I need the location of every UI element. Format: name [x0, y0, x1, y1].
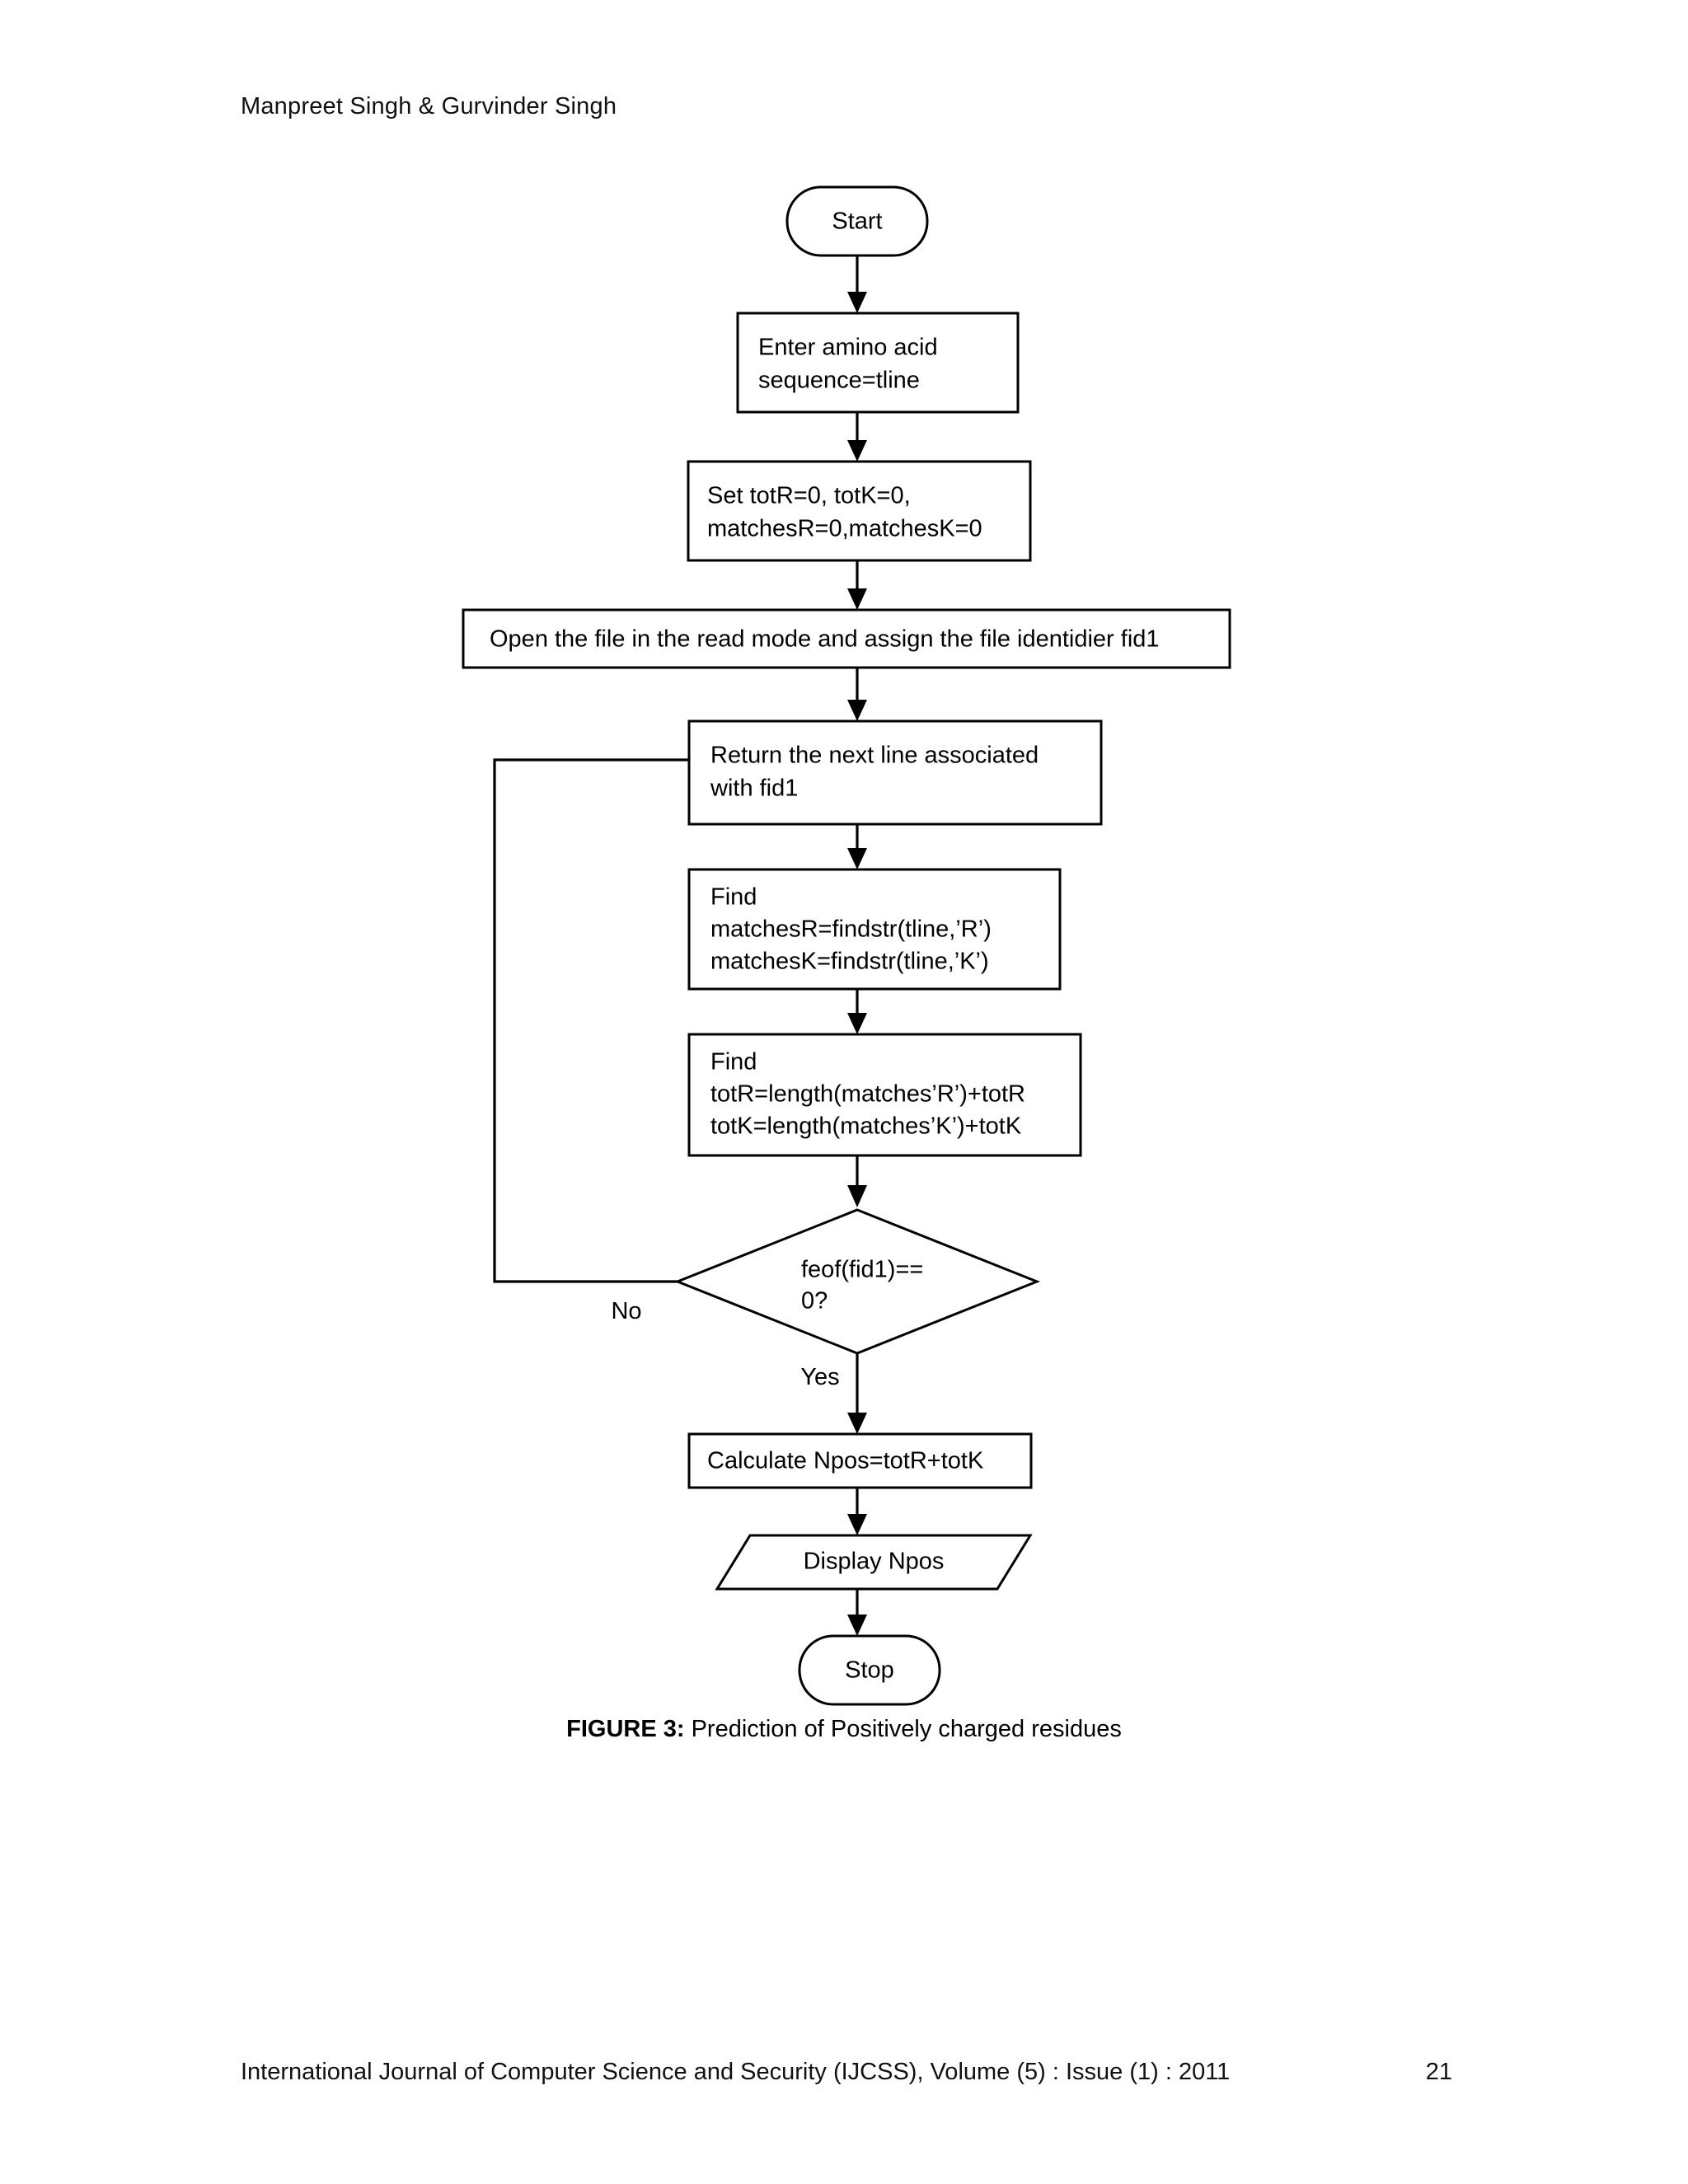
connector-calculate-to-display	[847, 1488, 867, 1535]
figure-caption-text: Prediction of Positively charged residue…	[684, 1716, 1122, 1742]
connector-find-matches-to-find-totals	[847, 989, 867, 1034]
connector-find-totals-to-decision	[847, 1155, 867, 1207]
node-calculate-npos[interactable]: Calculate Npos=totR+totK	[687, 1432, 1033, 1489]
branch-label-yes: Yes	[800, 1364, 839, 1390]
node-decision-eof-line2: 0?	[801, 1288, 828, 1315]
node-calculate-npos-line1: Calculate Npos=totR+totK	[707, 1448, 984, 1474]
connector-no-loopback	[493, 750, 809, 1283]
node-find-matches-line1: Find	[710, 884, 757, 911]
node-set-counters-line2: matchesR=0,matchesK=0	[707, 516, 982, 542]
connector-open-to-return	[847, 668, 867, 721]
node-return-line-line1: Return the next line associated	[710, 743, 1039, 769]
node-start[interactable]: Start	[785, 185, 929, 257]
node-enter-sequence[interactable]: Enter amino acid sequence=tline	[736, 312, 1020, 414]
node-find-totals[interactable]: Find totR=length(matches’R’)+totR totK=l…	[687, 1033, 1082, 1157]
node-open-file-line1: Open the file in the read mode and assig…	[490, 626, 1160, 653]
connector-start-to-enter	[847, 255, 867, 313]
node-find-matches[interactable]: Find matchesR=findstr(tline,’R’) matches…	[687, 868, 1062, 991]
node-find-totals-line1: Find	[710, 1049, 757, 1076]
node-stop-label: Stop	[845, 1657, 894, 1684]
node-return-line-line2: with fid1	[710, 776, 798, 802]
page-footer: International Journal of Computer Scienc…	[241, 2059, 1452, 2086]
node-find-totals-line3: totK=length(matches’K’)+totK	[710, 1113, 1022, 1140]
connector-set-to-open	[847, 560, 867, 610]
connector-display-to-stop	[847, 1589, 867, 1636]
node-start-label: Start	[832, 209, 882, 235]
node-set-counters[interactable]: Set totR=0, totK=0, matchesR=0,matchesK=…	[687, 460, 1032, 562]
node-stop[interactable]: Stop	[798, 1634, 941, 1706]
figure-caption-label: FIGURE 3:	[566, 1716, 685, 1742]
node-find-matches-line3: matchesK=findstr(tline,’K’)	[710, 949, 989, 975]
node-find-matches-line2: matchesR=findstr(tline,’R’)	[710, 916, 992, 943]
footer-page-number: 21	[1425, 2059, 1452, 2085]
footer-journal-line: International Journal of Computer Scienc…	[241, 2059, 1231, 2085]
node-open-file[interactable]: Open the file in the read mode and assig…	[462, 608, 1231, 669]
connector-return-to-find-matches	[847, 824, 867, 869]
connector-yes-to-calculate	[847, 1353, 867, 1434]
connector-enter-to-set	[847, 412, 867, 462]
figure-caption: FIGURE 3: Prediction of Positively charg…	[0, 1716, 1688, 1743]
node-find-totals-line2: totR=length(matches’R’)+totR	[710, 1081, 1025, 1108]
running-head: Manpreet Singh & Gurvinder Singh	[241, 93, 617, 120]
node-return-line[interactable]: Return the next line associated with fid…	[687, 719, 1103, 826]
node-decision-eof[interactable]: feof(fid1)== 0?	[673, 1208, 1041, 1355]
node-display-npos[interactable]: Display Npos	[715, 1534, 1033, 1591]
node-decision-eof-line1: feof(fid1)==	[801, 1257, 923, 1283]
node-enter-sequence-line1: Enter amino acid	[758, 335, 938, 361]
branch-label-no: No	[611, 1298, 641, 1324]
node-display-npos-line1: Display Npos	[804, 1549, 945, 1575]
node-enter-sequence-line2: sequence=tline	[758, 368, 920, 394]
figure-flowchart: Start Enter amino acid sequence=tline Se…	[0, 148, 1688, 1714]
node-set-counters-line1: Set totR=0, totK=0,	[707, 483, 911, 509]
flowchart-svg: Start Enter amino acid sequence=tline Se…	[462, 185, 1231, 1706]
